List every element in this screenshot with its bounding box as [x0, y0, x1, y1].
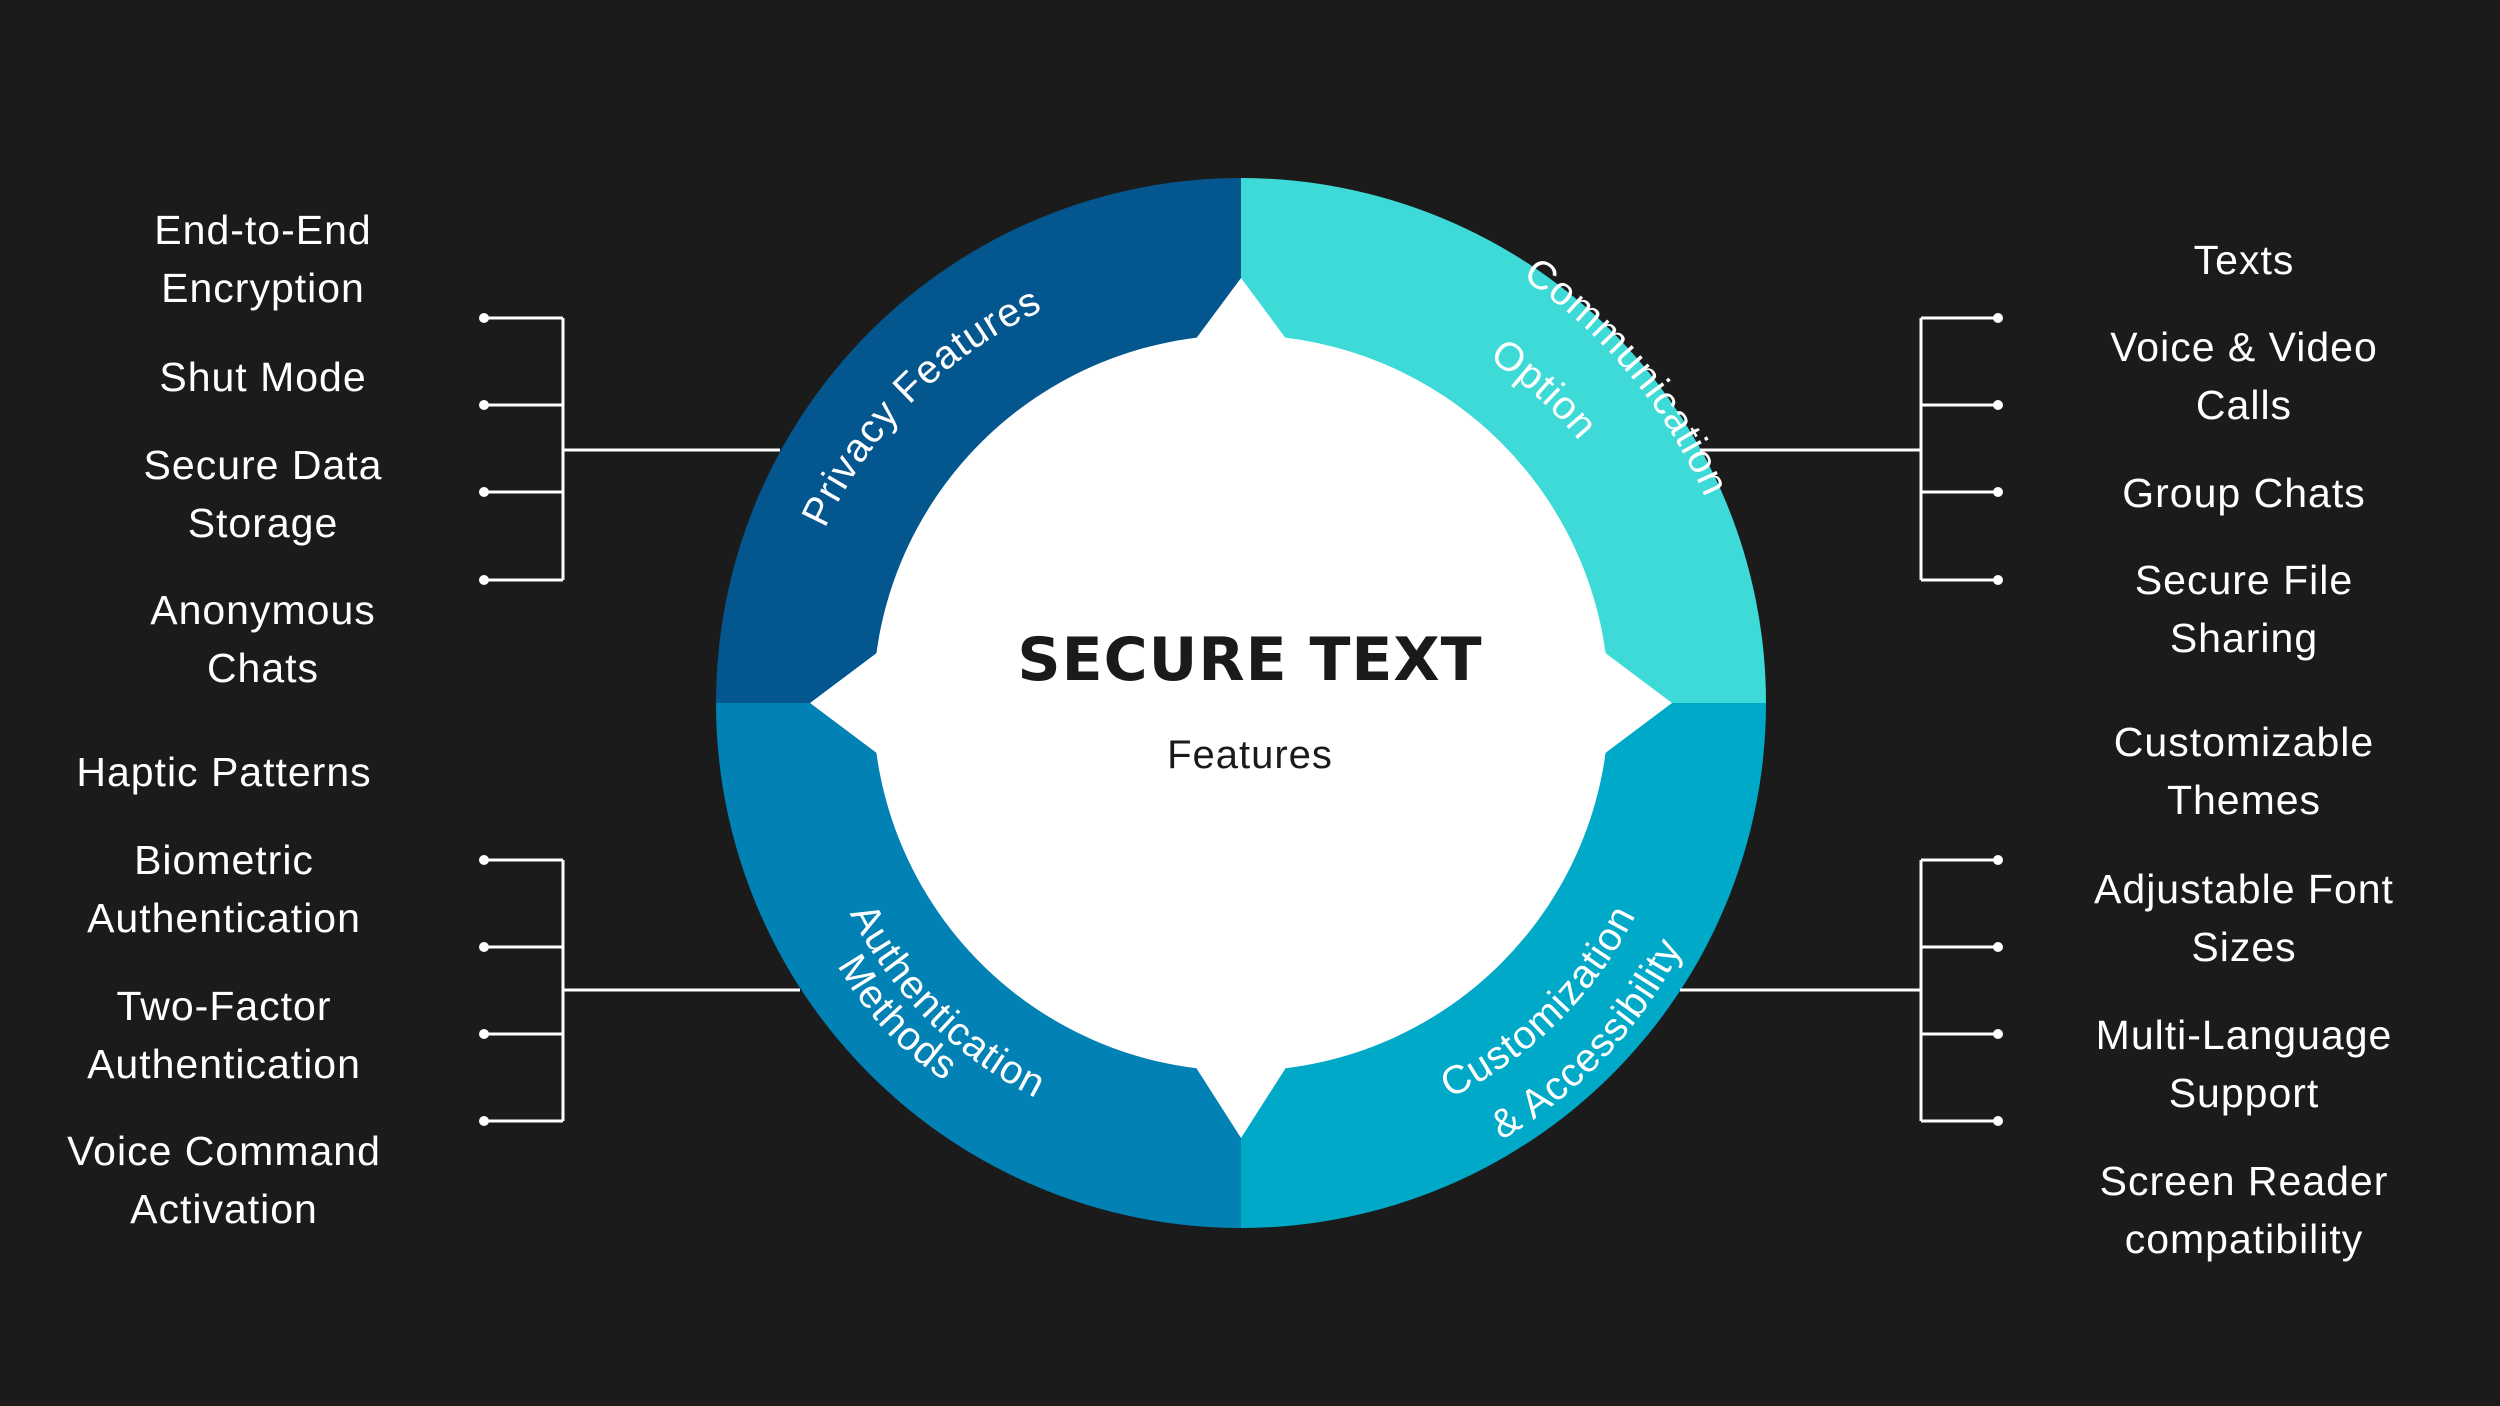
customization-item: Multi-Language Support — [2095, 1012, 2393, 1116]
connector-dot — [1993, 487, 2003, 497]
privacy-item: End-to-End Encryption — [154, 207, 372, 311]
center-point-right — [1604, 652, 1672, 754]
connector-communication — [1700, 313, 2003, 585]
center-point-bottom — [1195, 1066, 1287, 1138]
communication-item: Secure File Sharing — [2134, 557, 2354, 661]
customization-item: Adjustable Font Sizes — [2094, 866, 2394, 970]
connector-dot — [479, 487, 489, 497]
connector-privacy — [479, 313, 780, 585]
center-point-top — [1195, 278, 1287, 340]
privacy-item: Secure Data Storage — [143, 442, 383, 546]
communication-item: Texts — [2193, 237, 2295, 283]
connector-dot — [479, 1116, 489, 1126]
authentication-item: Haptic Patterns — [76, 749, 372, 795]
connector-dot — [479, 942, 489, 952]
connector-dot — [1993, 1116, 2003, 1126]
privacy-item: Anonymous Chats — [150, 587, 376, 691]
diagram-title: SECURE TEXT — [1017, 625, 1483, 695]
connector-dot — [1993, 400, 2003, 410]
communication-item: Group Chats — [2122, 470, 2366, 516]
connector-dot — [479, 855, 489, 865]
customization-item: Screen Reader compatibility — [2099, 1158, 2389, 1262]
connector-dot — [1993, 313, 2003, 323]
connector-dot — [479, 1029, 489, 1039]
connector-dot — [479, 400, 489, 410]
authentication-item: Two-Factor Authentication — [87, 983, 361, 1087]
authentication-item: Voice Command Activation — [67, 1128, 381, 1232]
connector-dot — [1993, 942, 2003, 952]
communication-item: Voice & Video Calls — [2110, 324, 2378, 428]
privacy-item: Shut Mode — [159, 354, 367, 400]
center-disc — [873, 335, 1609, 1071]
connector-customization — [1680, 855, 2003, 1126]
connector-dot — [1993, 575, 2003, 585]
connector-dot — [479, 313, 489, 323]
connector-dot — [1993, 1029, 2003, 1039]
customization-item: Customizable Themes — [2113, 719, 2375, 823]
connector-dot — [1993, 855, 2003, 865]
authentication-item: Biometric Authentication — [87, 837, 361, 941]
center-point-left — [810, 652, 878, 754]
connector-authentication — [479, 855, 800, 1126]
connector-dot — [479, 575, 489, 585]
diagram-subtitle: Features — [1167, 733, 1333, 777]
